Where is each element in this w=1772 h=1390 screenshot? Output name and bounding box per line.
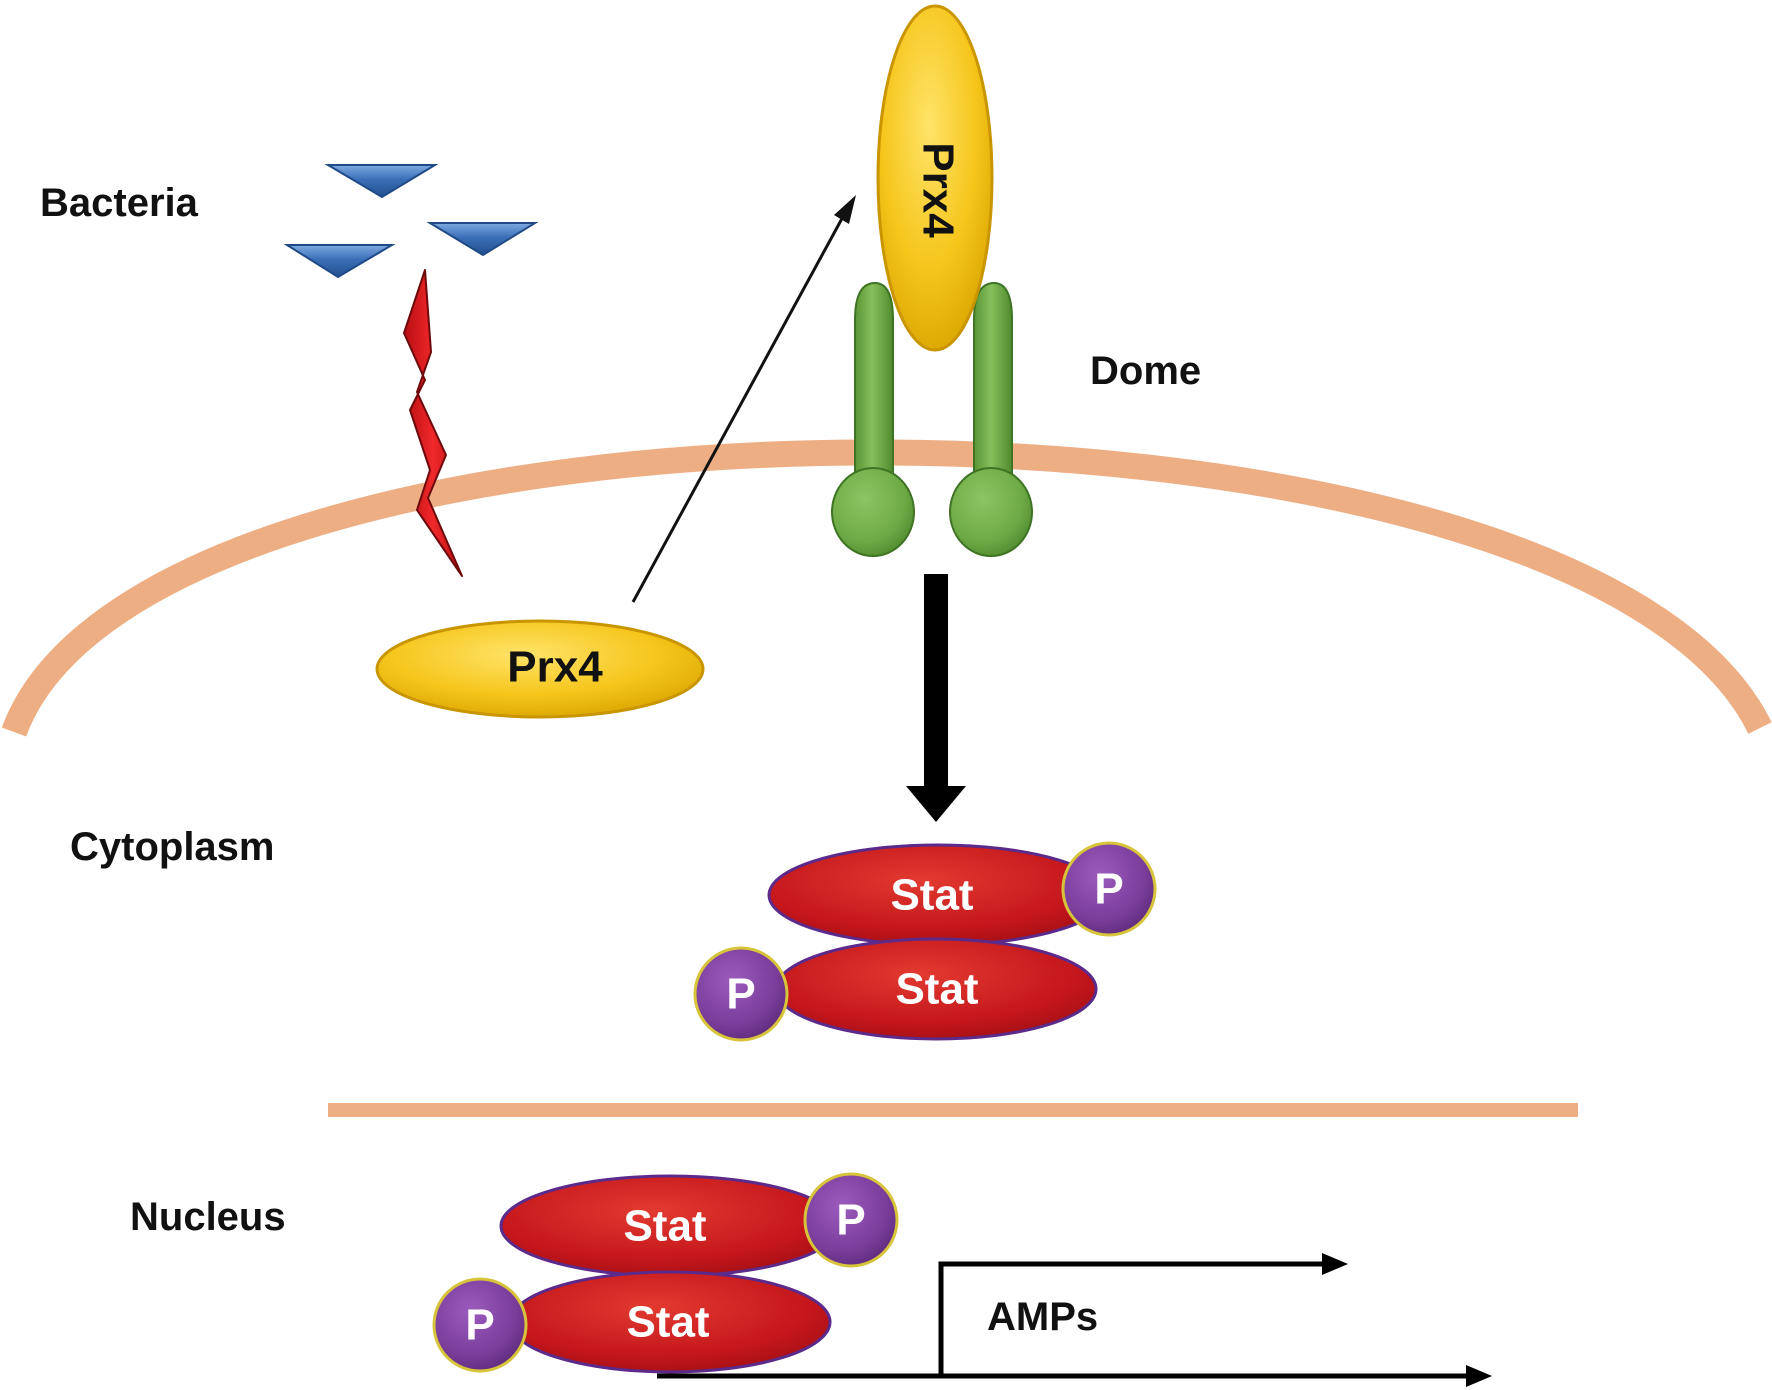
bacterium-icon [426, 222, 539, 257]
bacterium-icon [283, 244, 396, 279]
secretion-arrow [631, 195, 856, 603]
receptor-subunit-left [831, 281, 915, 557]
bacteria-group [283, 164, 539, 279]
prx4-free: Prx4 [375, 619, 705, 719]
stat-label: Stat [895, 965, 978, 1014]
stat-monomer-lower: Stat [774, 937, 1098, 1041]
phospho-label: P [1094, 865, 1123, 914]
stat-label: Stat [626, 1298, 709, 1347]
stat-monomer-lower: Stat [508, 1270, 832, 1374]
stat-label: Stat [890, 871, 973, 920]
stat-monomer-upper: Stat [499, 1174, 841, 1278]
prx4-bound-label: Prx4 [913, 142, 962, 238]
bacteria-label: Bacteria [40, 181, 199, 225]
phospho-group: P [432, 1277, 528, 1373]
phospho-group: P [803, 1172, 899, 1268]
amps-label: AMPs [987, 1295, 1098, 1339]
stat-dimer-nucleus: Stat P Stat P [432, 1172, 899, 1374]
transcription-start-arrow [938, 1253, 1348, 1376]
phospho-group: P [1061, 841, 1157, 937]
phospho-label: P [465, 1301, 494, 1350]
dome-label: Dome [1090, 349, 1201, 393]
nucleus-label: Nucleus [130, 1195, 286, 1239]
phospho-label: P [836, 1196, 865, 1245]
dna-line-arrow [657, 1365, 1492, 1387]
prx4-bound: Prx4 [876, 4, 994, 352]
prx4-free-label: Prx4 [507, 643, 603, 692]
stat-monomer-upper: Stat [767, 843, 1109, 947]
activation-arrow [906, 574, 966, 822]
stat-label: Stat [623, 1202, 706, 1251]
receptor-subunit-right [949, 281, 1033, 557]
cytoplasm-label: Cytoplasm [70, 825, 275, 869]
phospho-group: P [693, 946, 789, 1042]
bacterium-icon [324, 164, 439, 199]
phospho-label: P [726, 970, 755, 1019]
lightning-icon [403, 269, 463, 577]
dome-receptor [831, 281, 1033, 557]
stat-dimer-cytoplasm: Stat P Stat P [693, 841, 1157, 1042]
